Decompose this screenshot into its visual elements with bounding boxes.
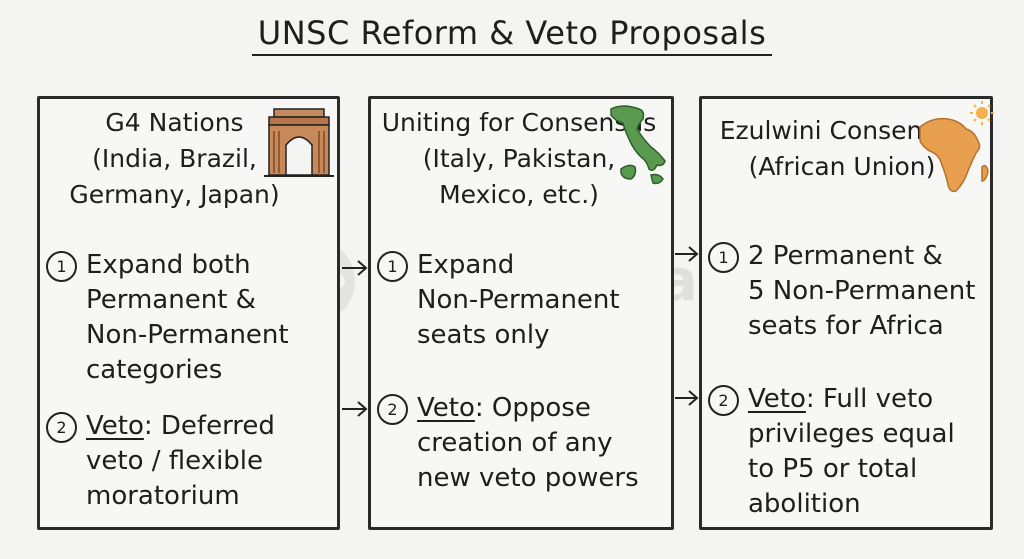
heading-line: (Italy, Pakistan, xyxy=(422,144,616,173)
arrow-right-icon xyxy=(342,401,368,417)
diagram-title: UNSC Reform & Veto Proposals xyxy=(0,14,1024,56)
heading-line: (India, Brazil, xyxy=(92,144,257,173)
point-line: : Deferred xyxy=(143,411,275,441)
point-line: Expand xyxy=(417,250,515,280)
heading-line: Germany, Japan) xyxy=(69,180,280,209)
point-line: veto / flexible xyxy=(86,446,264,476)
africa-map-icon xyxy=(919,101,994,193)
number-badge: 2 xyxy=(708,385,739,416)
panel-g4-nations: G4 Nations (India, Brazil, Germany, Japa… xyxy=(37,96,340,530)
number-badge: 2 xyxy=(377,394,408,425)
ufc-point-2: 2 Veto: Oppose creation of any new veto … xyxy=(377,391,667,496)
veto-label: Veto xyxy=(748,384,806,414)
panel-uniting-for-consensus: Uniting for Consensus (Italy, Pakistan, … xyxy=(368,96,674,530)
point-line: Permanent & xyxy=(86,285,256,315)
ezu-point-1: 1 2 Permanent & 5 Non-Permanent seats fo… xyxy=(708,239,986,344)
g4-point-1: 1 Expand both Permanent & Non-Permanent … xyxy=(46,248,333,388)
point-line: abolition xyxy=(748,489,861,519)
number-badge: 1 xyxy=(377,251,408,282)
point-line: to P5 or total xyxy=(748,454,918,484)
heading-line: Mexico, etc.) xyxy=(439,180,599,209)
panel-heading: Uniting for Consensus (Italy, Pakistan, … xyxy=(369,105,669,213)
ufc-point-1: 1 Expand Non-Permanent seats only xyxy=(377,248,667,353)
point-line: seats only xyxy=(417,320,550,350)
point-line: Non-Permanent xyxy=(417,285,620,315)
number-badge: 2 xyxy=(46,412,77,443)
point-line: Non-Permanent xyxy=(86,320,289,350)
arrow-right-icon xyxy=(675,390,699,406)
point-line: : Oppose xyxy=(474,393,591,423)
g4-point-2: 2 Veto: Deferred veto / flexible morator… xyxy=(46,409,333,514)
diagram-title-text: UNSC Reform & Veto Proposals xyxy=(251,14,773,56)
point-line: moratorium xyxy=(86,481,240,511)
point-line: new veto powers xyxy=(417,463,639,493)
india-gate-icon xyxy=(264,108,334,177)
number-badge: 1 xyxy=(46,251,77,282)
point-line: privileges equal xyxy=(748,419,955,449)
point-line: Expand both xyxy=(86,250,251,280)
ezu-point-2: 2 Veto: Full veto privileges equal to P5… xyxy=(708,382,986,522)
point-line: seats for Africa xyxy=(748,311,944,341)
italy-map-icon xyxy=(610,105,666,185)
heading-line: (African Union) xyxy=(748,152,936,181)
panel-ezulwini-consensus: Ezulwini Consensus (African Union) 1 2 P… xyxy=(699,96,994,530)
arrow-right-icon xyxy=(342,260,368,276)
veto-label: Veto xyxy=(417,393,475,423)
point-line: categories xyxy=(86,355,223,385)
panel-heading: G4 Nations (India, Brazil, Germany, Japa… xyxy=(26,105,323,213)
point-line: 5 Non-Permanent xyxy=(748,276,976,306)
point-line: 2 Permanent & xyxy=(748,241,943,271)
point-line: creation of any xyxy=(417,428,613,458)
arrow-right-icon xyxy=(675,246,699,262)
number-badge: 1 xyxy=(708,242,739,273)
heading-line: G4 Nations xyxy=(105,108,244,137)
point-line: : Full veto xyxy=(805,384,934,414)
veto-label: Veto xyxy=(86,411,144,441)
